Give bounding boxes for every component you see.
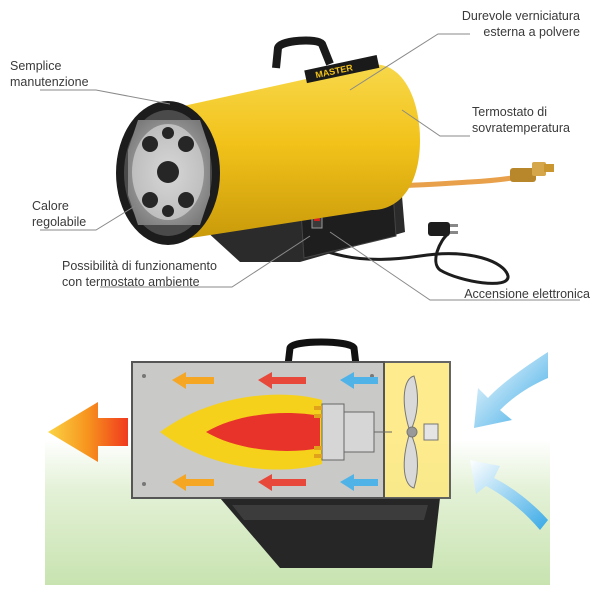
carry-handle xyxy=(272,36,334,69)
callout-adjustable-heat-line2: regolabile xyxy=(32,215,87,229)
callout-overheat-thermostat-line2: sovratemperatura xyxy=(472,121,570,135)
callout-electronic-ignition: Accensione elettronica xyxy=(464,286,590,302)
callout-overheat-thermostat: Termostato di sovratemperatura xyxy=(472,104,570,136)
heater-product: MASTER xyxy=(116,36,554,285)
diagram-handle xyxy=(284,338,360,366)
cold-inflow-arrow-top xyxy=(474,352,548,428)
warm-outflow-arrow xyxy=(48,402,128,462)
flame-core xyxy=(206,413,320,451)
heater-body xyxy=(165,64,420,241)
callout-room-thermostat-line2: con termostato ambiente xyxy=(62,275,200,289)
callout-easy-maintenance: Semplice manutenzione xyxy=(10,58,89,90)
gas-valve-icon xyxy=(510,162,554,182)
cold-inflow-arrow-bottom xyxy=(470,460,548,530)
callout-easy-maintenance-line1: Semplice xyxy=(10,59,62,73)
top-warm-arrow xyxy=(172,372,214,389)
callout-exterior-paint: Durevole verniciatura esterna a polvere xyxy=(462,8,580,40)
callout-leader-lines xyxy=(40,33,580,301)
airflow-diagram xyxy=(45,338,550,585)
fan-icon xyxy=(403,375,439,489)
top-cold-arrow xyxy=(340,372,378,389)
callout-room-thermostat-line1: Possibilità di funzionamento xyxy=(62,259,217,273)
bottom-hot-arrow xyxy=(258,474,306,491)
power-plug-icon xyxy=(428,222,458,236)
callout-easy-maintenance-line2: manutenzione xyxy=(10,75,89,89)
callout-exterior-paint-line2: esterna a polvere xyxy=(483,25,580,39)
bottom-cold-arrow xyxy=(340,474,378,491)
internal-arrows xyxy=(172,372,378,491)
callout-adjustable-heat: Calore regolabile xyxy=(32,198,86,230)
callout-exterior-paint-line1: Durevole verniciatura xyxy=(461,9,580,23)
callout-adjustable-heat-line1: Calore xyxy=(32,199,69,213)
top-hot-arrow xyxy=(258,372,306,389)
callout-electronic-ignition-line1: Accensione elettronica xyxy=(464,287,590,301)
burner-block xyxy=(321,403,392,461)
callout-room-thermostat: Possibilità di funzionamento con termost… xyxy=(62,258,217,290)
power-cable xyxy=(299,232,510,285)
bottom-warm-arrow xyxy=(172,474,214,491)
burner-grille-icon xyxy=(128,120,210,225)
callout-overheat-thermostat-line1: Termostato di xyxy=(472,105,548,119)
